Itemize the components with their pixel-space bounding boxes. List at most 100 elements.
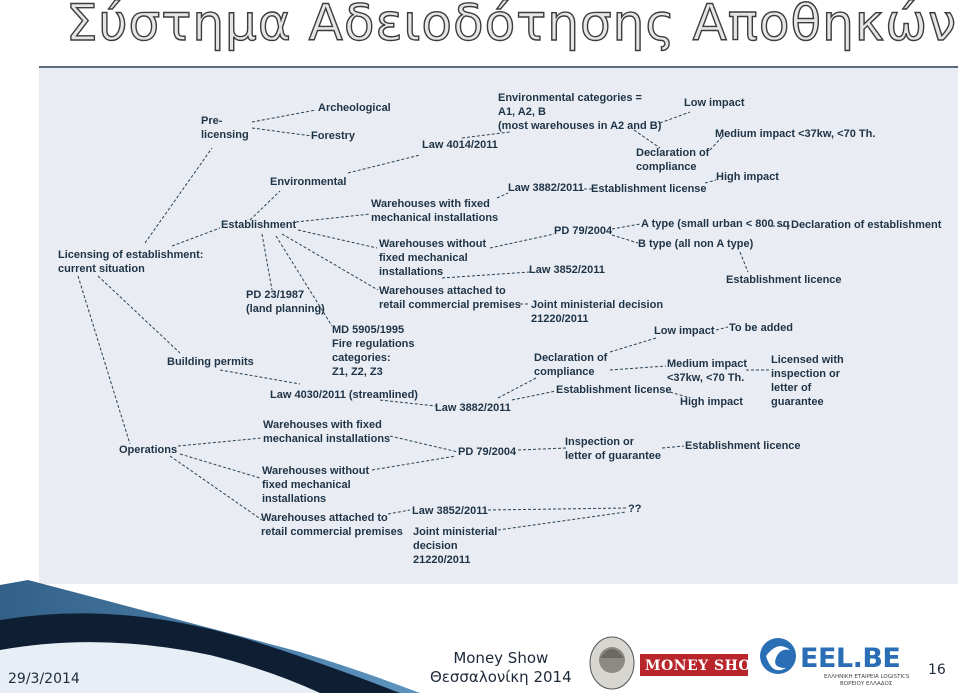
edge-licensing-prelicensing [144, 147, 213, 244]
edge-operations-whwithout [179, 453, 261, 479]
node-env-categories: Environmental categories = A1, A2, B (mo… [498, 92, 662, 132]
node-md5905: MD 5905/1995 Fire regulations categories… [332, 324, 415, 378]
edge-establishment-md5905 [275, 235, 333, 327]
diagram-panel [39, 68, 958, 584]
edge-declaration-mediumimpact [709, 136, 723, 151]
node-pd23: PD 23/1987 (land planning) [246, 289, 325, 315]
edge-law3882-declaration [497, 377, 537, 399]
edge-envcat-lowimpact [659, 111, 691, 124]
node-pd79-bottom: PD 79/2004 [458, 446, 517, 458]
edge-establishment-environmental [249, 190, 281, 221]
node-forestry: Forestry [311, 130, 356, 142]
node-high-impact-top: High impact [716, 171, 779, 183]
node-wh-without-top: Warehouses without fixed mechanical inst… [379, 238, 487, 278]
slide-date: 29/3/2014 [8, 671, 80, 687]
event-line-1: Money Show [453, 649, 549, 667]
node-environmental: Environmental [270, 176, 347, 188]
edge-estab-highmid [669, 391, 691, 399]
edge-prelicensing-archeological [251, 109, 317, 123]
node-operations: Operations [119, 444, 178, 456]
edge-whattached-law3852 [387, 509, 411, 515]
slide-title: Σύστημα Αδειοδότησης Αποθηκών [65, 0, 958, 53]
node-law4014: Law 4014/2011 [422, 139, 498, 151]
node-medium-impact-top: Medium impact <37kw, <70 Th. [715, 128, 876, 140]
node-wh-fixed-top: Warehouses with fixed mechanical install… [371, 198, 499, 224]
edge-lowimpact-tobeadded [715, 326, 729, 331]
node-high-impact-mid: High impact [680, 396, 743, 408]
node-medium-impact-mid: Medium impact <37kw, <70 Th. [667, 358, 748, 384]
eel-subtitle-1: ΕΛΛΗΝΙΚΗ ΕΤΑΙΡΕΙΑ LOGISTICS [824, 674, 910, 680]
edge-declaration-lowimpact [609, 337, 657, 353]
page-number: 16 [928, 662, 946, 678]
edge-establishment-whfixed [295, 213, 371, 223]
edge-prelicensing-forestry [251, 127, 313, 137]
edge-whfixed-law3882 [496, 192, 509, 199]
edge-law3882-estab-mid [511, 390, 557, 401]
node-building-permits: Building permits [167, 356, 254, 368]
edge-establishment-pd23 [261, 233, 273, 291]
eel-logo-mark [760, 638, 796, 674]
node-a-type: A type (small urban < 800 sq [641, 218, 790, 230]
edge-declaration-mediummid [609, 365, 667, 371]
edge-envcat-declaration [633, 129, 661, 149]
edge-law3852-qq [487, 507, 627, 511]
node-law3882-top: Law 3882/2011 [508, 182, 584, 194]
edge-pd79-inspection [517, 447, 567, 451]
edge-whwithout-pd79b [371, 455, 457, 471]
node-estab-licence-right: Establishment licence [726, 274, 842, 286]
edge-establishment-whwithout [297, 229, 378, 249]
node-estab-license-mid: Establishment license [556, 384, 672, 396]
event-line-2: Θεσσαλονίκη 2014 [430, 668, 572, 686]
edge-building-law4030 [219, 369, 301, 385]
node-wh-without-bottom: Warehouses without fixed mechanical inst… [262, 465, 370, 505]
node-to-be-added: To be added [729, 322, 793, 334]
edge-operations-whattached [169, 455, 263, 521]
node-declaration-compliance-mid: Declaration of compliance [534, 352, 608, 378]
edge-pd79-btype [611, 234, 639, 244]
edge-whfixed-pd79 [389, 435, 459, 453]
edge-law4014-envcategories [461, 131, 511, 139]
node-prelicensing: Pre- licensing [201, 115, 249, 141]
node-question-marks: ?? [628, 503, 642, 515]
edge-establishment-whattached [281, 233, 379, 291]
edge-licensing-operations [77, 275, 131, 445]
title-divider [39, 66, 958, 68]
node-inspection: Inspection or letter of guarantee [565, 436, 661, 462]
node-estab-license-top: Establishment license [591, 183, 707, 195]
eel-brand: EEL.BE [800, 643, 901, 674]
node-b-type: B type (all non A type) [638, 238, 754, 250]
money-show-label: MONEY SHOW [645, 658, 768, 674]
edge-whwithout-pd79 [489, 233, 555, 249]
node-wh-attached-bottom: Warehouses attached to retail commercial… [261, 512, 403, 538]
node-licensed-with: Licensed with inspection or letter of gu… [771, 354, 844, 408]
edge-inspection-licence [661, 445, 685, 449]
edge-operations-whfixed [177, 437, 263, 447]
eel-subtitle-2: ΒΟΡΕΙΟΥ ΕΛΛΑΔΟΣ [840, 681, 893, 687]
node-licensing: Licensing of establishment: current situ… [58, 249, 204, 275]
edge-btype-licence [739, 251, 749, 273]
node-law3882-mid: Law 3882/2011 [435, 402, 511, 414]
edge-licensing-establishment [171, 227, 221, 247]
node-wh-attached-top: Warehouses attached to retail commercial… [379, 285, 521, 311]
edge-licensing-building [97, 275, 181, 354]
money-show-logo [589, 636, 748, 690]
node-law3852-bottom: Law 3852/2011 [412, 505, 488, 517]
node-low-impact-top: Low impact [684, 97, 745, 109]
node-wh-fixed-bottom: Warehouses with fixed mechanical install… [263, 419, 391, 445]
node-establishment: Establishment [221, 219, 297, 231]
node-low-impact-mid: Low impact [654, 325, 715, 337]
edge-law4030-law3882 [379, 399, 437, 407]
edge-environmental-law4014 [347, 154, 421, 174]
node-estab-licence-bottom: Establishment licence [685, 440, 801, 452]
node-law4030: Law 4030/2011 (streamlined) [270, 389, 418, 401]
node-jmd-top: Joint ministerial decision 21220/2011 [531, 299, 664, 325]
node-declaration-establishment: Declaration of establishment [791, 219, 942, 231]
edge-jmd-qq [497, 511, 627, 531]
node-declaration-compliance-top: Declaration of compliance [636, 147, 710, 173]
event-caption: Money Show Θεσσαλονίκη 2014 [430, 649, 572, 687]
node-law3852-top: Law 3852/2011 [529, 264, 605, 276]
node-pd79-top: PD 79/2004 [554, 225, 613, 237]
node-jmd-bottom: Joint ministerial decision 21220/2011 [413, 526, 498, 566]
